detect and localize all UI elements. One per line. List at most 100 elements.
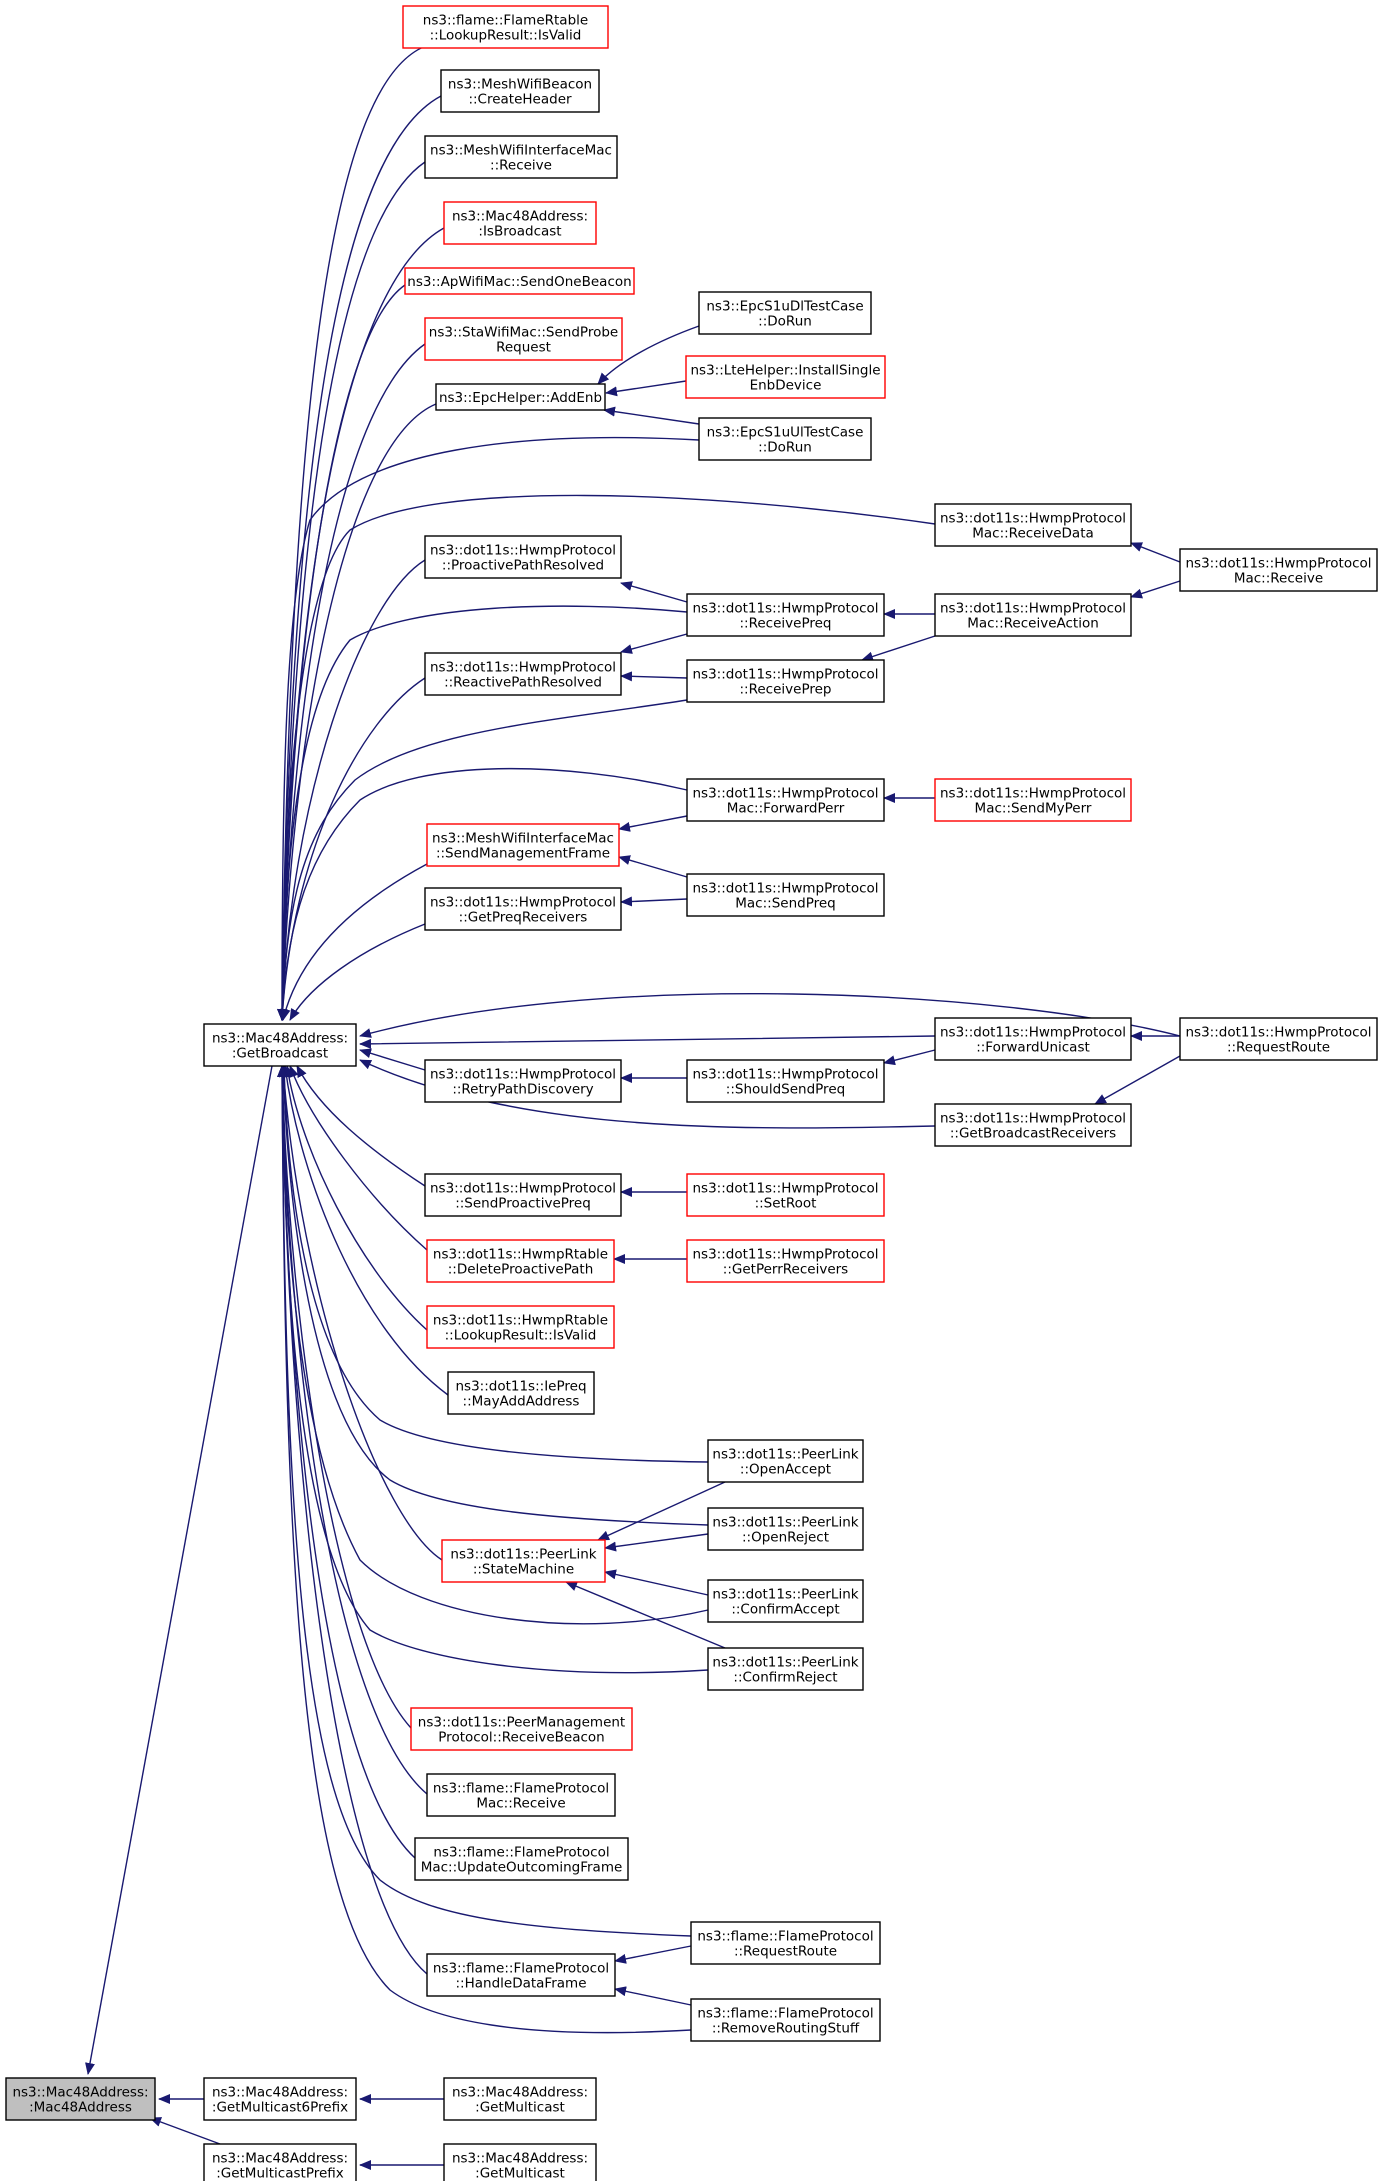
node-label-line: ::DoRun <box>758 314 812 330</box>
edge-sendProactive-to-getBroadcast <box>296 1065 426 1187</box>
node-label-line: ns3::dot11s::HwmpProtocol <box>430 660 616 676</box>
node-box <box>707 1647 864 1691</box>
node-box <box>698 291 872 335</box>
node-epcAddEnb[interactable]: ns3::EpcHelper::AddEnb <box>435 383 606 411</box>
node-requestRoute[interactable]: ns3::dot11s::HwmpProtocol::RequestRoute <box>1179 1017 1378 1061</box>
node-label-line: :GetMulticast <box>475 2100 565 2116</box>
node-flameHandle[interactable]: ns3::flame::FlameProtocol::HandleDataFra… <box>426 1953 616 1997</box>
node-getMcPrefix[interactable]: ns3::Mac48Address::GetMulticastPrefix <box>203 2143 357 2181</box>
node-reactiveResolved[interactable]: ns3::dot11s::HwmpProtocol::ReactivePathR… <box>424 652 622 696</box>
node-label-line: ns3::dot11s::HwmpProtocol <box>692 601 878 617</box>
node-getBroadcast[interactable]: ns3::Mac48Address::GetBroadcast <box>203 1023 357 1067</box>
node-box <box>686 1059 885 1103</box>
edge-hwmpRtableValid-to-getBroadcast <box>283 1065 428 1331</box>
node-epcDlDoRun[interactable]: ns3::EpcS1uDlTestCase::DoRun <box>698 291 872 335</box>
node-label-line: ::ForwardUnicast <box>976 1040 1090 1056</box>
node-label-line: ::DoRun <box>758 440 812 456</box>
node-getBcastRecv[interactable]: ns3::dot11s::HwmpProtocol::GetBroadcastR… <box>934 1103 1132 1147</box>
node-label-line: ns3::dot11s::HwmpProtocol <box>430 895 616 911</box>
node-box <box>426 1953 616 1997</box>
node-openReject[interactable]: ns3::dot11s::PeerLink::OpenReject <box>707 1507 864 1551</box>
node-flameRemove[interactable]: ns3::flame::FlameProtocol::RemoveRouting… <box>690 1998 881 2042</box>
node-fwdPerr[interactable]: ns3::dot11s::HwmpProtocolMac::ForwardPer… <box>686 778 885 822</box>
node-retryPath[interactable]: ns3::dot11s::HwmpProtocol::RetryPathDisc… <box>424 1059 622 1103</box>
node-label-line: :GetBroadcast <box>232 1046 328 1062</box>
node-hwmpRtableValid[interactable]: ns3::dot11s::HwmpRtable::LookupResult::I… <box>426 1305 615 1349</box>
node-iePreq[interactable]: ns3::dot11s::IePreq::MayAddAddress <box>447 1371 595 1415</box>
edge-fwdUnicast-to-getBroadcast <box>359 1035 936 1049</box>
node-getMc2[interactable]: ns3::Mac48Address::GetMulticast <box>443 2143 597 2181</box>
node-shouldSendPreq[interactable]: ns3::dot11s::HwmpProtocol::ShouldSendPre… <box>686 1059 885 1103</box>
node-sendMgmt[interactable]: ns3::MeshWifiInterfaceMac::SendManagemen… <box>426 823 620 867</box>
node-label-line: ::RequestRoute <box>1227 1040 1330 1056</box>
node-getMc1[interactable]: ns3::Mac48Address::GetMulticast <box>443 2077 597 2121</box>
node-box <box>443 2143 597 2181</box>
node-label-line: ns3::flame::FlameProtocol <box>433 1781 609 1797</box>
node-flameUpdate[interactable]: ns3::flame::FlameProtocolMac::UpdateOutc… <box>414 1837 629 1881</box>
node-label-line: ns3::dot11s::HwmpProtocol <box>940 786 1126 802</box>
edge-recvPreq-to-getBroadcast <box>277 605 688 1021</box>
node-label-line: ns3::Mac48Address: <box>452 2085 588 2101</box>
node-label-line: ns3::flame::FlameRtable <box>423 13 588 29</box>
node-box <box>424 317 623 361</box>
node-getPreqRecv[interactable]: ns3::dot11s::HwmpProtocol::GetPreqReceiv… <box>424 887 622 931</box>
node-getPerrRecv[interactable]: ns3::dot11s::HwmpProtocol::GetPerrReceiv… <box>686 1239 885 1283</box>
node-apSendBeacon[interactable]: ns3::ApWifiMac::SendOneBeacon <box>404 267 635 295</box>
node-recvAction[interactable]: ns3::dot11s::HwmpProtocolMac::ReceiveAct… <box>934 593 1132 637</box>
node-label-line: ns3::dot11s::PeerLink <box>712 1587 858 1603</box>
edge-staSendProbe-to-getBroadcast <box>277 343 426 1021</box>
node-proactiveResolved[interactable]: ns3::dot11s::HwmpProtocol::ProactivePath… <box>424 535 622 579</box>
node-meshIfMacRecv[interactable]: ns3::MeshWifiInterfaceMac::Receive <box>424 135 618 179</box>
node-getMc6Prefix[interactable]: ns3::Mac48Address::GetMulticast6Prefix <box>203 2077 357 2121</box>
node-peerMgmtBeacon[interactable]: ns3::dot11s::PeerManagementProtocol::Rec… <box>410 1707 633 1751</box>
node-box <box>934 1017 1132 1061</box>
edge-recvAction-to-recvPrep <box>861 635 936 662</box>
node-label-line: ::ConfirmReject <box>733 1670 837 1686</box>
edge-flameRemove-to-flameHandle <box>614 1986 692 2006</box>
node-setRoot[interactable]: ns3::dot11s::HwmpProtocol::SetRoot <box>686 1173 885 1217</box>
node-confirmReject[interactable]: ns3::dot11s::PeerLink::ConfirmReject <box>707 1647 864 1691</box>
node-recvPreq[interactable]: ns3::dot11s::HwmpProtocol::ReceivePreq <box>686 593 885 637</box>
node-label-line: ::GetBroadcastReceivers <box>950 1126 1116 1142</box>
edge-peerMgmtBeacon-to-getBroadcast <box>277 1065 412 1729</box>
node-flameRtable[interactable]: ns3::flame::FlameRtable::LookupResult::I… <box>402 5 609 49</box>
edge-stateMachine-to-getBroadcast <box>278 1065 443 1561</box>
node-label-line: ns3::ApWifiMac::SendOneBeacon <box>407 274 631 290</box>
node-sendProactive[interactable]: ns3::dot11s::HwmpProtocol::SendProactive… <box>424 1173 622 1217</box>
node-root[interactable]: ns3::Mac48Address::Mac48Address <box>5 2077 156 2121</box>
node-delProactive[interactable]: ns3::dot11s::HwmpRtable::DeleteProactive… <box>426 1239 615 1283</box>
node-confirmAccept[interactable]: ns3::dot11s::PeerLink::ConfirmAccept <box>707 1579 864 1623</box>
node-label-line: ns3::dot11s::HwmpProtocol <box>692 1247 878 1263</box>
node-label-line: ::ConfirmAccept <box>731 1602 839 1618</box>
node-box <box>426 1773 616 1817</box>
node-label-line: ::MayAddAddress <box>463 1394 580 1410</box>
node-flameReqRoute[interactable]: ns3::flame::FlameProtocol::RequestRoute <box>690 1921 881 1965</box>
node-box <box>424 135 618 179</box>
edge-reactiveResolved-to-getBroadcast <box>277 677 426 1021</box>
node-box <box>686 659 885 703</box>
node-meshBeacon[interactable]: ns3::MeshWifiBeacon::CreateHeader <box>440 69 600 113</box>
node-box <box>424 887 622 931</box>
node-stateMachine[interactable]: ns3::dot11s::PeerLink::StateMachine <box>441 1539 606 1583</box>
edge-recvPreq-to-reactiveResolved <box>620 633 688 654</box>
node-label-line: Mac::SendPreq <box>735 896 835 912</box>
node-fwdUnicast[interactable]: ns3::dot11s::HwmpProtocol::ForwardUnicas… <box>934 1017 1132 1061</box>
node-recvPrep[interactable]: ns3::dot11s::HwmpProtocol::ReceivePrep <box>686 659 885 703</box>
node-box <box>424 1059 622 1103</box>
node-label-line: ns3::flame::FlameProtocol <box>433 1845 609 1861</box>
node-isBroadcast[interactable]: ns3::Mac48Address::IsBroadcast <box>443 201 597 245</box>
node-epcUlDoRun[interactable]: ns3::EpcS1uUlTestCase::DoRun <box>698 417 872 461</box>
node-label-line: ns3::flame::FlameProtocol <box>433 1961 609 1977</box>
node-openAccept[interactable]: ns3::dot11s::PeerLink::OpenAccept <box>707 1439 864 1483</box>
node-box <box>424 535 622 579</box>
node-label-line: :GetMulticast <box>475 2166 565 2181</box>
node-hwmpRecvData[interactable]: ns3::dot11s::HwmpProtocolMac::ReceiveDat… <box>934 503 1132 547</box>
node-label-line: ::ReceivePreq <box>740 616 832 632</box>
